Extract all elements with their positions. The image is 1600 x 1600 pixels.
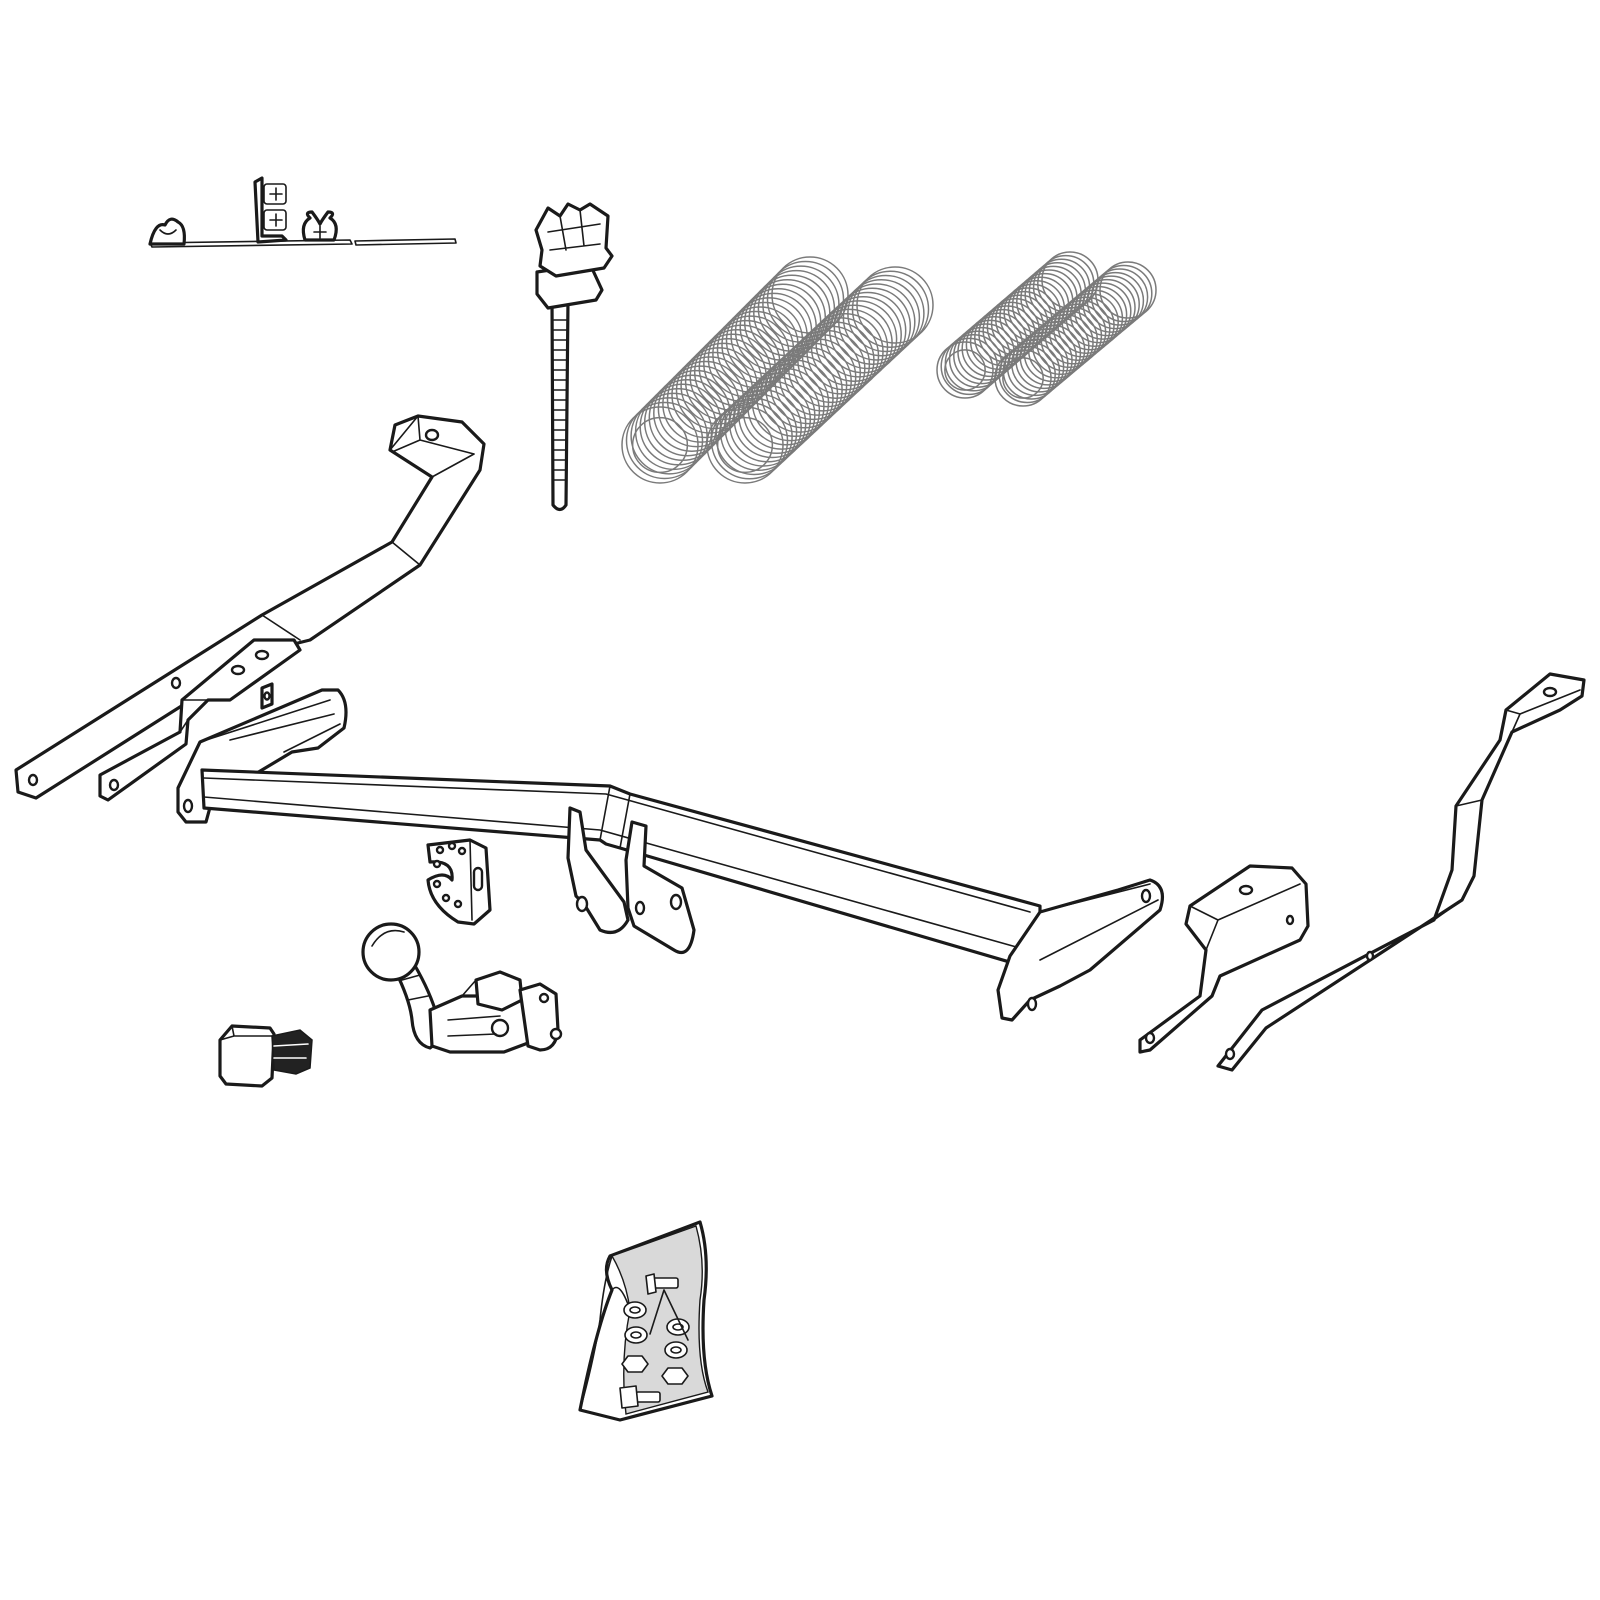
spring-coil-ring xyxy=(715,397,793,476)
spring-coil-ring xyxy=(706,406,784,484)
spring-coil-ring xyxy=(1057,296,1115,354)
spring-coil-ring xyxy=(1078,278,1136,337)
spring-inner-ring xyxy=(716,416,774,474)
cable-tie-icon xyxy=(534,202,614,512)
spring-coil-ring xyxy=(728,385,807,463)
spring-coil-ring xyxy=(621,406,699,484)
spring-coil-ring xyxy=(1027,321,1086,379)
spring-coil-ring xyxy=(625,401,704,480)
coil-spring-icon xyxy=(936,251,1157,407)
spring-coil-ring xyxy=(1015,331,1073,390)
bracket-plate-icon xyxy=(566,806,696,955)
spring-coil-ring xyxy=(1053,299,1111,358)
spring-coil-ring xyxy=(738,376,816,455)
clip-strip-icon xyxy=(148,176,457,248)
bracket-arm-icon xyxy=(14,414,486,800)
spring-coil-ring xyxy=(680,347,758,425)
coil-spring-icon xyxy=(621,256,934,484)
spring-coil-ring xyxy=(1019,328,1077,386)
spring-coil-ring xyxy=(648,378,727,457)
bolt-bag-icon xyxy=(578,1220,714,1422)
spring-coil-ring xyxy=(998,345,1056,404)
bracket-plate-icon xyxy=(1138,864,1310,1054)
spring-coil-ring xyxy=(1048,303,1107,361)
spring-coil-ring xyxy=(1069,285,1128,344)
connector-icon xyxy=(218,1024,313,1088)
spring-coil-ring xyxy=(936,341,994,399)
spring-coil-ring xyxy=(1006,338,1065,397)
spring-coil-ring xyxy=(1036,314,1094,372)
spring-coil-ring xyxy=(675,351,754,430)
spring-coil-ring xyxy=(1023,324,1082,383)
spring-coil-ring xyxy=(1090,268,1149,326)
spring-coil-ring xyxy=(653,374,731,452)
spring-coil-ring xyxy=(1074,282,1132,340)
spring-coil-ring xyxy=(671,356,749,434)
spring-coil-ring xyxy=(1099,261,1157,319)
bracket-arm-icon xyxy=(1216,672,1586,1072)
spring-coil-ring xyxy=(1095,264,1153,323)
spring-coil-ring xyxy=(994,349,1052,407)
spring-coil-ring xyxy=(1011,335,1069,393)
spring-coil-ring xyxy=(630,397,708,475)
spring-coil-ring xyxy=(742,372,821,450)
spring-coil-ring xyxy=(1032,317,1090,376)
spring-coil-ring xyxy=(710,402,789,480)
crossbar-icon xyxy=(200,768,1164,1022)
spring-inner-ring xyxy=(1002,357,1044,399)
spring-inner-ring xyxy=(631,416,689,474)
bracket-plate-icon xyxy=(98,638,302,802)
spring-inner-ring xyxy=(944,349,986,391)
socket-plate-icon xyxy=(426,838,492,926)
tow-ball-icon xyxy=(361,922,563,1054)
